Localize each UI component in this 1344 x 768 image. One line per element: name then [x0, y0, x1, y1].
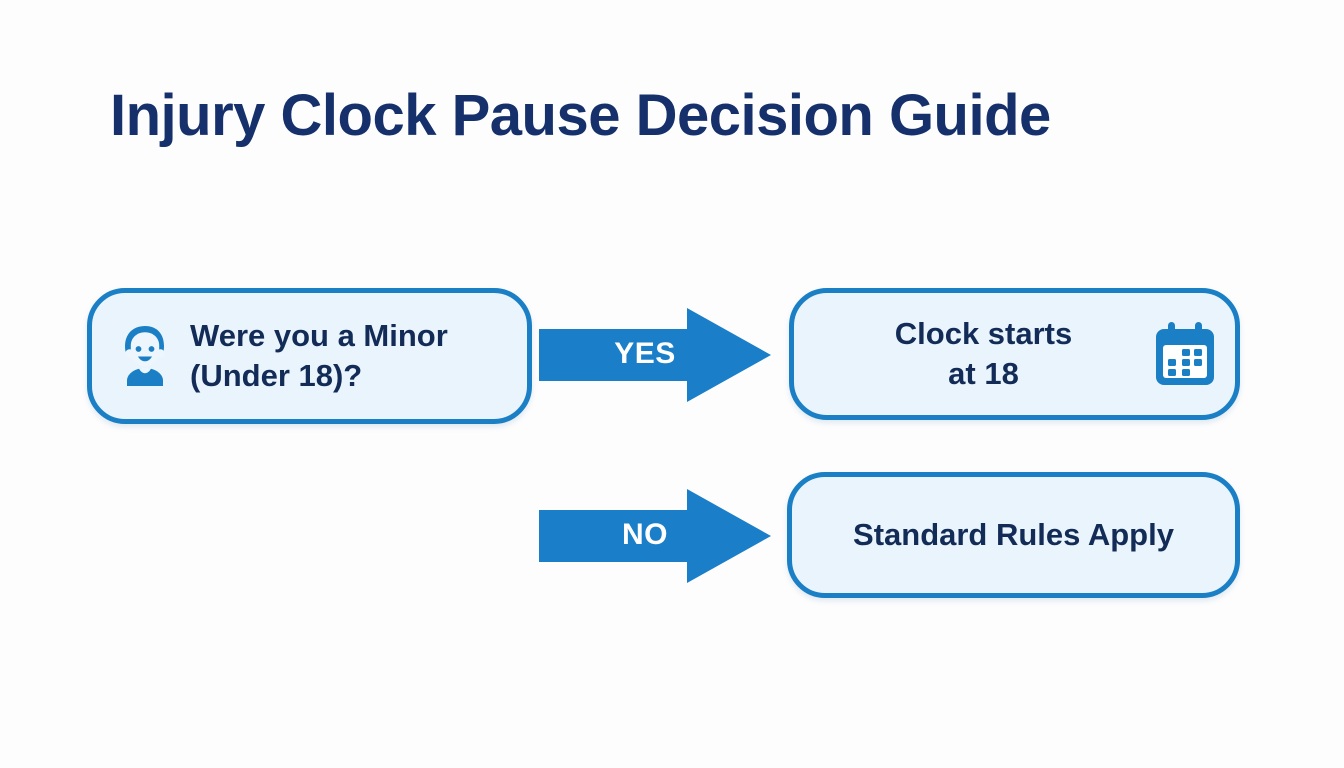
outcome-node-line-2: at 18: [948, 356, 1019, 391]
outcome-node-label: Clock starts at 18: [820, 314, 1147, 393]
child-avatar-icon: [125, 326, 165, 386]
no-arrow: [539, 489, 771, 583]
decision-node-line-1: Were you a Minor: [190, 318, 448, 354]
decision-node-minor-question[interactable]: Were you a Minor (Under 18)?: [87, 288, 532, 424]
outcome-node-line-1: Clock starts: [894, 316, 1073, 352]
decision-node-line-2: (Under 18)?: [190, 358, 363, 393]
yes-arrow: [539, 308, 771, 402]
outcome-node-clock-starts-at-18[interactable]: Clock starts at 18: [789, 288, 1240, 420]
calendar-icon: [1156, 322, 1214, 385]
page-title: Injury Clock Pause Decision Guide: [110, 83, 1051, 148]
outcome-node-label: Standard Rules Apply: [853, 517, 1174, 553]
outcome-node-standard-rules-apply[interactable]: Standard Rules Apply: [787, 472, 1240, 598]
decision-node-label: Were you a Minor (Under 18)?: [190, 316, 448, 395]
